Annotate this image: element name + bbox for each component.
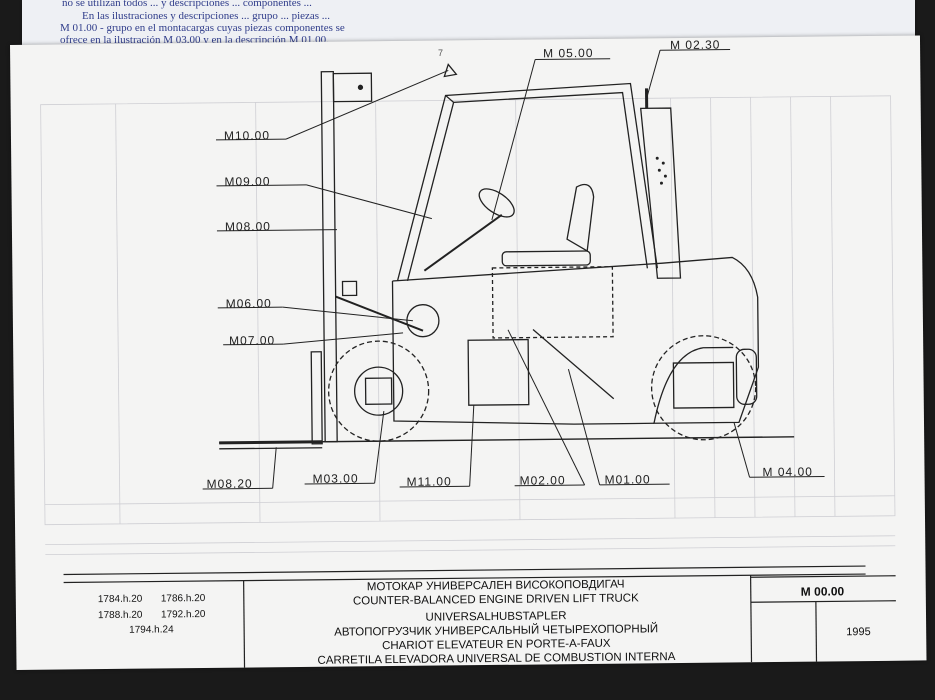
- rear-wheel: [650, 335, 757, 441]
- guard-corner: [445, 94, 455, 103]
- callout-m10-00: M10.00: [223, 128, 271, 143]
- steering-wheel: [478, 188, 515, 218]
- lift-truck: [219, 63, 760, 450]
- seat-cushion: [501, 250, 591, 267]
- steering-column: [423, 214, 503, 272]
- lift-truck-drawing: [40, 48, 896, 668]
- leader-lines: [202, 48, 825, 490]
- front-wheel: [327, 340, 430, 442]
- fork: [219, 440, 323, 445]
- callout-m07-00: M07.00: [229, 333, 276, 348]
- tilt-cylinder: [335, 295, 424, 332]
- callout-m01-00: M01.00: [604, 472, 651, 487]
- mast-top-plate: [332, 72, 373, 103]
- pedal-assembly: [406, 304, 440, 338]
- top-text-line-3: M 01.00 - grupo en el montacargas cuyas …: [60, 22, 345, 34]
- overhead-guard: [396, 82, 659, 282]
- title-block-frame: [63, 565, 896, 668]
- rear-tire-section: [735, 348, 758, 405]
- fork-carriage: [310, 351, 323, 445]
- top-text-line-1: ño se utilizan todos ... y descripciones…: [62, 0, 312, 9]
- mast: [320, 70, 338, 443]
- callout-m02-00: M02.00: [519, 473, 566, 488]
- seat-back: [566, 183, 595, 253]
- callout-m05-00: M 05.00: [543, 45, 594, 61]
- fork-lower: [219, 447, 323, 450]
- frame-strut: [532, 329, 615, 400]
- page-number: 7: [438, 48, 444, 58]
- title-spanish: CARRETILA ELEVADORA UNIVERSAL DE COMBUST…: [317, 651, 676, 667]
- model-number: 1786.h.20: [160, 592, 206, 605]
- warning-light: [443, 63, 458, 78]
- callout-m09-00: M09.00: [224, 174, 271, 189]
- mast-bolt: [357, 84, 364, 90]
- front-axle-box: [364, 377, 393, 405]
- overhead-guard-inner: [406, 91, 649, 282]
- exhaust-pipe: [639, 107, 682, 279]
- rear-axle-box: [672, 361, 735, 409]
- model-number: 1784.h.20: [97, 593, 143, 606]
- callout-m06-00: M06.00: [225, 296, 272, 311]
- transmission: [467, 338, 530, 406]
- callout-m11-00: M11.00: [406, 474, 452, 489]
- exhaust-perforations: [655, 156, 667, 185]
- callout-m08-20: M08.20: [206, 476, 253, 491]
- drawing-year: 1995: [846, 626, 871, 639]
- drawing-page: M10.00 M09.00 M08.00 M06.00 M07.00 M08.2…: [10, 35, 927, 670]
- model-number: 1792.h.20: [160, 608, 206, 621]
- chassis: [391, 281, 655, 425]
- callout-m04-00: M 04.00: [762, 464, 813, 480]
- drawing-number: M 00.00: [800, 584, 845, 599]
- model-number: 1794.h.24: [129, 624, 174, 636]
- callout-m08-00: M08.00: [224, 219, 272, 234]
- front-hub: [353, 366, 404, 416]
- callout-m03-00: M03.00: [312, 471, 359, 486]
- top-text-line-2: En las ilustraciones y descripciones ...…: [82, 10, 331, 22]
- callout-m02-30: M 02.30: [669, 37, 721, 53]
- tilt-mount: [341, 280, 358, 297]
- counterweight: [392, 256, 760, 424]
- model-number: 1788.h.20: [97, 609, 143, 622]
- background-parts-table: [40, 95, 896, 556]
- engine-block: [491, 266, 614, 339]
